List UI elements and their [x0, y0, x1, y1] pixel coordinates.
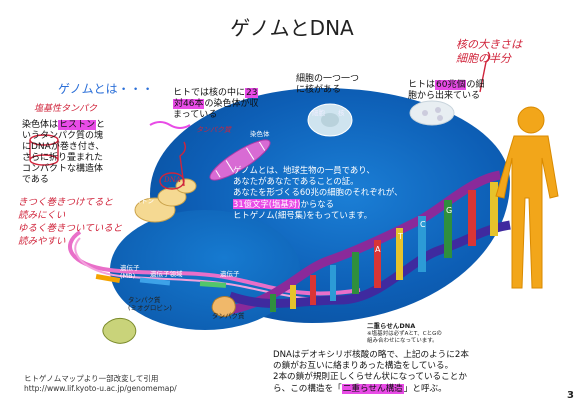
cell-text: 細胞の一つ一つ — [296, 74, 360, 84]
handwritten-text: 読みやすい — [18, 236, 66, 247]
gene-label: 遺伝子 — [220, 270, 240, 278]
genome-heading: ゲノムとは・・・ — [58, 82, 154, 96]
chromatin-text: である — [22, 175, 49, 185]
explanation-text: 」と呼ぶ。 — [403, 383, 447, 394]
slide-title: ゲノムとDNA — [230, 16, 354, 40]
blue-background-shape-lower — [110, 210, 300, 330]
nucleus-text: まっている — [173, 110, 218, 120]
human-figure-icon — [495, 106, 559, 289]
double-helix-icon — [228, 170, 511, 315]
double-helix-note: ※塩基対は必ずAとT、CとGの 組み合わせになっています。 — [367, 331, 442, 344]
chromatin-text: と — [96, 120, 106, 130]
nucleus-icon — [321, 113, 339, 127]
gene-region-label: 遺伝子領域 — [150, 270, 183, 278]
human-nucleus-description: ヒトでは核の中に23 対46本の染色体が収 まっている — [173, 88, 283, 121]
dna-explanation: DNAはデオキシリボ核酸の略で、上記のように2本 の鎖がお互いに絡まりあった構造… — [273, 350, 533, 395]
double-helix-label: 二重らせんDNA — [367, 322, 416, 330]
cell-nucleus-description: 細胞の一つ一つ に核がある — [296, 74, 386, 96]
chromosome-label: 染色体 — [250, 130, 270, 138]
histone-highlight: ヒストン — [58, 120, 97, 130]
explanation-text: ら、この構造を「 — [273, 383, 342, 394]
chromatin-text: 染色体は — [22, 120, 59, 130]
chromatin-description: 染色体はヒストンと いうタンパク質の塊 にDNAが巻き付き、 さらに折り畳まれた… — [22, 120, 122, 186]
double-helix-highlight: 二重らせん構造 — [341, 383, 404, 394]
handwritten-note-dna: DNA — [164, 176, 181, 184]
handwritten-annotations — [29, 51, 491, 190]
handwritten-text: きつく巻きつけてると — [18, 197, 114, 208]
explanation-text: の鎖がお互いに絡まりあった構造をしている。 — [273, 361, 454, 372]
base-letter: T — [398, 232, 403, 241]
body-cells-icon — [409, 100, 455, 126]
explanation-text: 2本の鎖が規則正しくらせん状になっていることか — [273, 372, 467, 383]
page-number: 3 — [567, 390, 574, 401]
protein-label: タンパク質 — [212, 312, 245, 320]
handwritten-note-nucleus-size: 核の大きさは 細胞の半分 — [456, 38, 522, 66]
handwritten-note-winding: きつく巻きつけてると 読みにくい ゆるく巻きついていると 読みやすい — [18, 196, 122, 248]
citation-url: http://www.lif.kyoto-u.ac.jp/genomemap/ — [24, 384, 177, 393]
pink-dna-scribble — [149, 121, 191, 129]
cell-text: に核がある — [296, 85, 342, 95]
handwritten-text: 細胞の半分 — [456, 52, 511, 65]
explanation-text: DNAはデオキシリボ核酸の略で、上記のように2本 — [273, 350, 469, 360]
citation: ヒトゲノムマップより一部改変して引用 http://www.lif.kyoto-… — [24, 374, 177, 394]
gene-bars — [95, 273, 227, 288]
cell-label: 細胞 — [312, 109, 325, 117]
handwritten-text: ゆるく巻きついていると — [18, 223, 123, 234]
cells-text: 胞から出来ている — [408, 91, 481, 101]
base-letter: G — [446, 206, 453, 215]
human-cells-description: ヒトは60兆個の細 胞から出来ている — [408, 80, 498, 102]
chromatin-text: さらに折り畳まれた — [22, 153, 104, 163]
handwritten-note-basic-protein: 塩基性タンパク — [34, 104, 98, 114]
nucleus-text: の染色体が収 — [204, 99, 259, 109]
base-letter: A — [375, 245, 381, 254]
protein-myoglobin-icon — [102, 318, 137, 344]
handwritten-text: 読みにくい — [18, 210, 66, 221]
number-highlight: 対46本 — [173, 99, 205, 109]
chromatin-text: いうタンパク質の塊 — [22, 131, 104, 141]
chromatin-text: コンパクトな構造体 — [22, 164, 104, 174]
protein-icon — [211, 296, 236, 317]
nucleus-text: ヒトでは核の中に — [173, 88, 246, 98]
definition-text: あなたがあなたであることの証。 — [233, 176, 359, 187]
base-pairs-highlight: 31億文字(塩基対) — [233, 198, 301, 209]
citation-text: ヒトゲノムマップより一部改変して引用 — [24, 374, 159, 383]
nucleus-label: 核 — [338, 109, 345, 117]
cells-text: ヒトは — [408, 80, 436, 90]
handwritten-note-protein: タンパク質 — [196, 126, 231, 134]
cells-text: の細 — [466, 80, 485, 90]
definition-text: あなたを形づくる60兆の細胞のそれぞれが、 — [233, 187, 403, 198]
base-letter: C — [420, 220, 426, 229]
handwritten-text: 核の大きさは — [456, 38, 522, 51]
chromosome-icon — [209, 139, 271, 181]
definition-text: ヒトゲノム(細号集)をもっています。 — [233, 209, 373, 220]
chromatin-text: にDNAが巻き付き、 — [22, 142, 105, 152]
number-highlight: 60兆個 — [435, 80, 467, 90]
genome-definition: ゲノムとは、地球生物の一員であり、 あなたがあなたであることの証。 あなたを形づ… — [233, 165, 423, 221]
protein-myoglobin-label: タンパク質 (ミオグロビン) — [128, 296, 172, 312]
definition-text: ゲノムとは、地球生物の一員であり、 — [233, 165, 375, 175]
definition-text: からなる — [300, 198, 334, 209]
histone-icon — [134, 178, 197, 223]
number-highlight: 23 — [245, 88, 259, 98]
histone-label: ヒストン — [128, 197, 154, 205]
gene-mb-label: 遺伝子 (MB) — [120, 264, 140, 280]
